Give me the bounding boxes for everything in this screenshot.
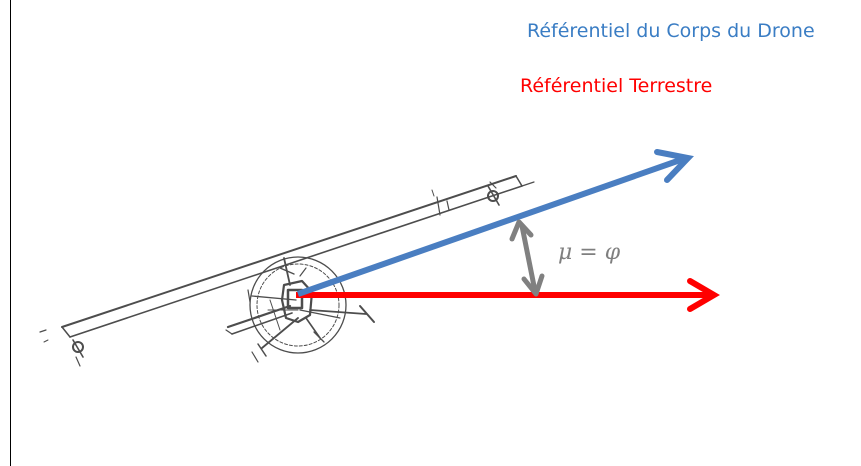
- body-frame-legend-text: Référentiel du Corps du Drone: [527, 20, 815, 42]
- earth-frame-legend: Référentiel Terrestre: [520, 75, 712, 97]
- body-frame-legend: Référentiel du Corps du Drone: [527, 20, 815, 42]
- left-border-line: [10, 0, 11, 466]
- drone-sketch-icon: [39, 175, 535, 367]
- earth-frame-legend-text: Référentiel Terrestre: [520, 75, 713, 97]
- body-frame-arrow: [297, 149, 694, 297]
- angle-label: μ = φ: [558, 240, 621, 265]
- angle-arrow: [509, 219, 545, 297]
- earth-frame-arrow: [296, 278, 720, 312]
